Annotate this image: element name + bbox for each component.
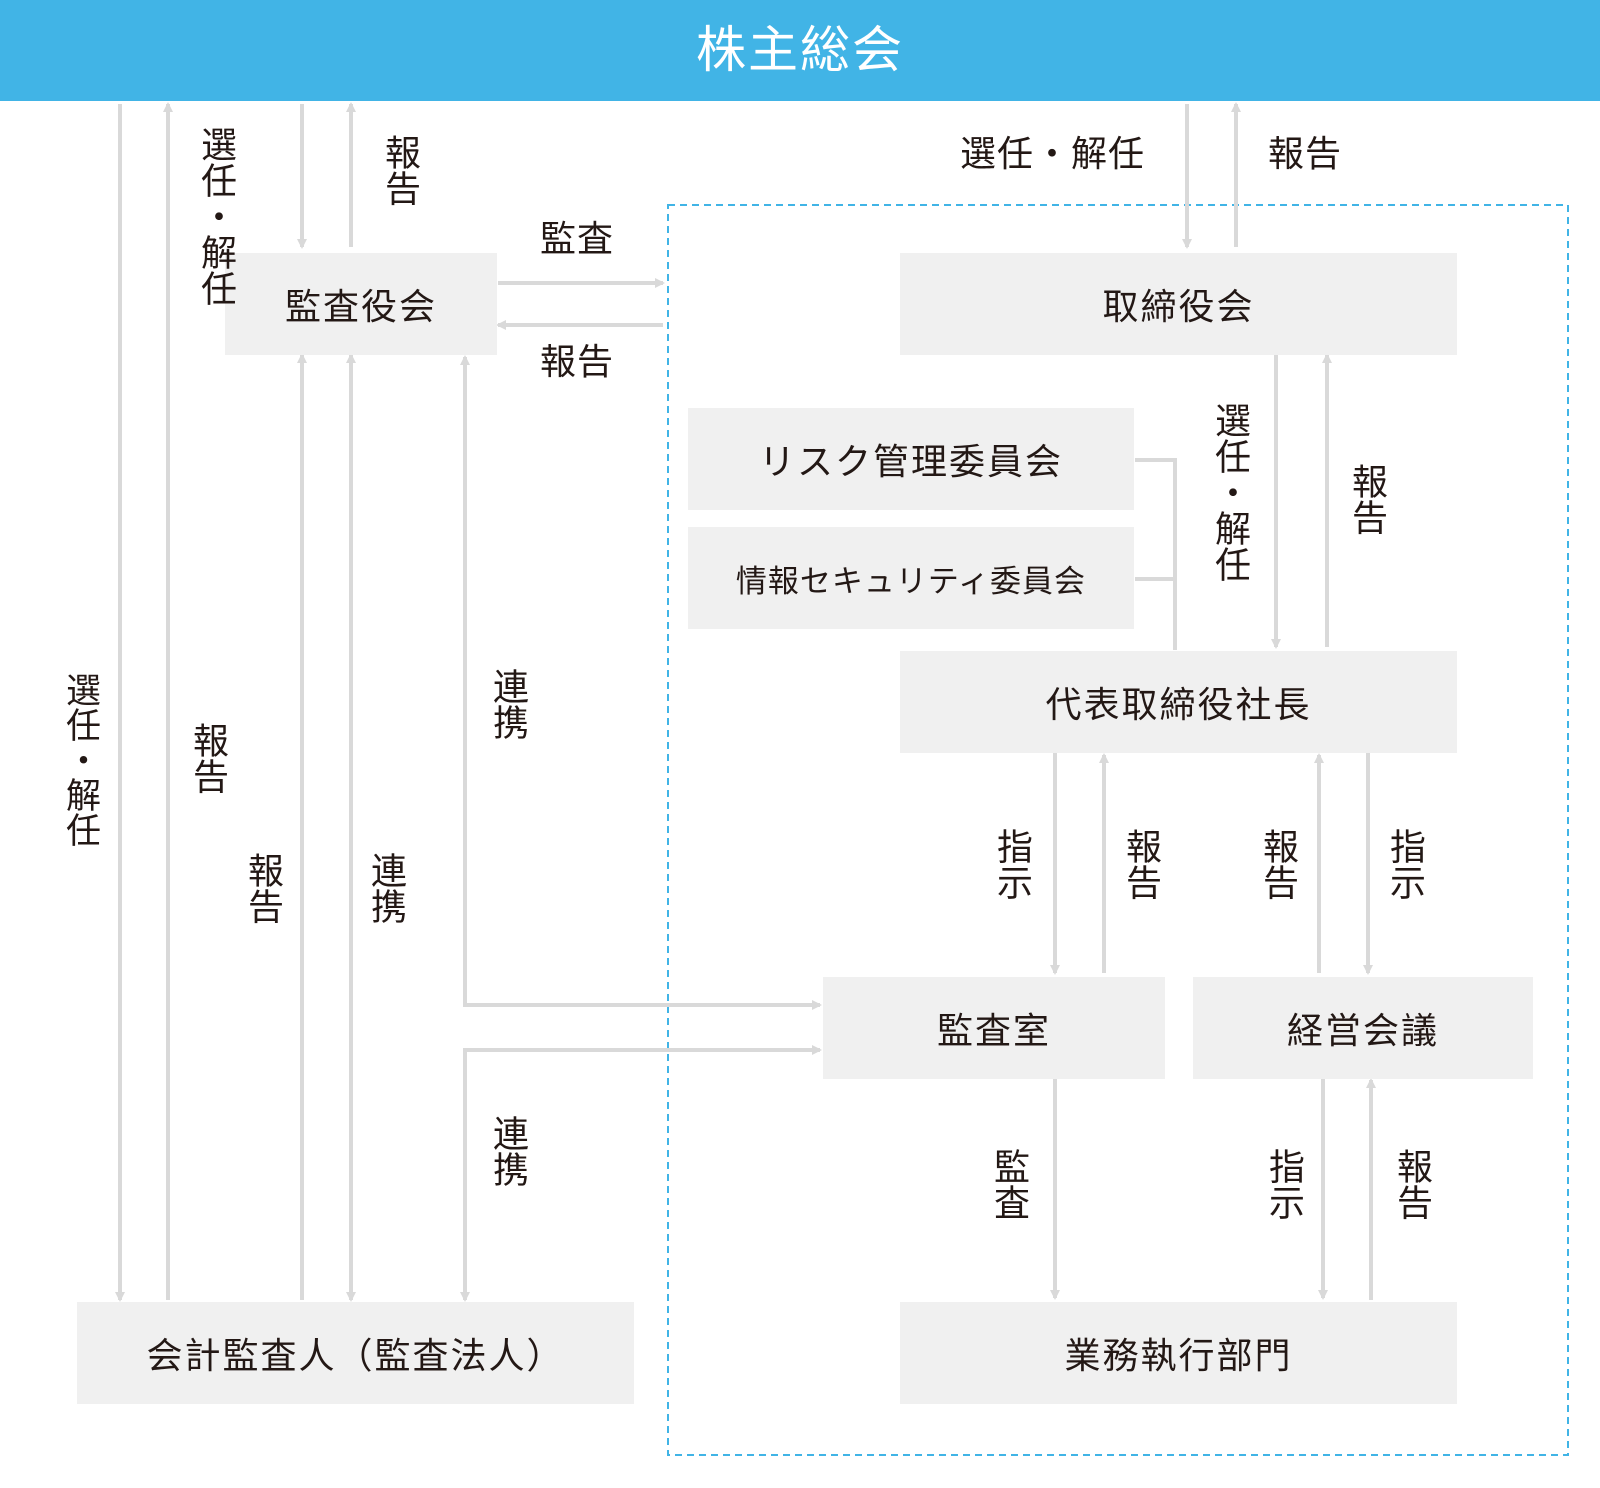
committee-connector bbox=[1135, 458, 1177, 650]
label-report-board-of-auditors-to-gm: 報告 bbox=[379, 134, 420, 206]
risk-committee-label: リスク管理委員会 bbox=[758, 442, 1063, 483]
label-cooperation-accountant-audit-office: 連携 bbox=[487, 1115, 528, 1187]
label-audit-to-directors: 監査 bbox=[540, 219, 615, 260]
label-report-auditor-to-gm: 報告 bbox=[187, 722, 228, 794]
label-report-to-auditors: 報告 bbox=[540, 342, 615, 383]
accounting-auditor-box: 会計監査人（監査法人） bbox=[77, 1302, 634, 1404]
label-select-dismiss-directors: 選任・解任 bbox=[960, 134, 1146, 175]
label-report-accountant-to-board: 報告 bbox=[242, 852, 283, 924]
arrow-board-audit-office-cooperation bbox=[460, 355, 822, 1010]
label-report-directors-to-gm: 報告 bbox=[1268, 134, 1343, 175]
label-select-dismiss-president: 選任・解任 bbox=[1209, 402, 1250, 582]
arrow-accountant-audit-office-cooperation bbox=[460, 1045, 822, 1302]
label-cooperation-accountant-board: 連携 bbox=[365, 852, 406, 924]
audit-office-label: 監査室 bbox=[936, 1011, 1051, 1052]
label-report-business: 報告 bbox=[1391, 1148, 1432, 1220]
board-of-directors-label: 取締役会 bbox=[1102, 287, 1255, 328]
board-of-directors-box: 取締役会 bbox=[900, 253, 1457, 355]
label-audit-business: 監査 bbox=[988, 1148, 1029, 1220]
label-cooperation-board-audit-office: 連携 bbox=[487, 668, 528, 740]
execution-area-frame bbox=[667, 204, 1569, 1456]
risk-committee-box: リスク管理委員会 bbox=[688, 408, 1134, 510]
label-report-president-to-directors: 報告 bbox=[1346, 463, 1387, 535]
label-instruction-business: 指示 bbox=[1263, 1148, 1304, 1220]
audit-supervisory-board-box: 監査役会 bbox=[225, 253, 497, 355]
header-bar: 株主総会 bbox=[0, 0, 1600, 101]
audit-office-box: 監査室 bbox=[823, 977, 1165, 1079]
infosec-committee-label: 情報セキュリティ委員会 bbox=[735, 563, 1087, 600]
accounting-auditor-label: 会計監査人（監査法人） bbox=[146, 1336, 565, 1377]
infosec-committee-box: 情報セキュリティ委員会 bbox=[688, 527, 1134, 629]
business-division-box: 業務執行部門 bbox=[900, 1302, 1457, 1404]
president-box: 代表取締役社長 bbox=[900, 651, 1457, 753]
label-instruction-audit-office: 指示 bbox=[991, 828, 1032, 900]
management-meeting-box: 経営会議 bbox=[1193, 977, 1533, 1079]
label-instruction-management-meeting: 指示 bbox=[1384, 828, 1425, 900]
president-label: 代表取締役社長 bbox=[1045, 685, 1312, 726]
label-report-management-meeting: 報告 bbox=[1257, 828, 1298, 900]
audit-supervisory-board-label: 監査役会 bbox=[284, 287, 437, 328]
label-report-audit-office: 報告 bbox=[1120, 828, 1161, 900]
business-division-label: 業務執行部門 bbox=[1064, 1336, 1293, 1377]
management-meeting-label: 経営会議 bbox=[1286, 1011, 1439, 1052]
label-select-dismiss-board-of-auditors: 選任・解任 bbox=[195, 126, 236, 306]
shareholders-meeting-title: 株主総会 bbox=[696, 21, 904, 79]
label-select-dismiss-auditor: 選任・解任 bbox=[60, 672, 100, 847]
